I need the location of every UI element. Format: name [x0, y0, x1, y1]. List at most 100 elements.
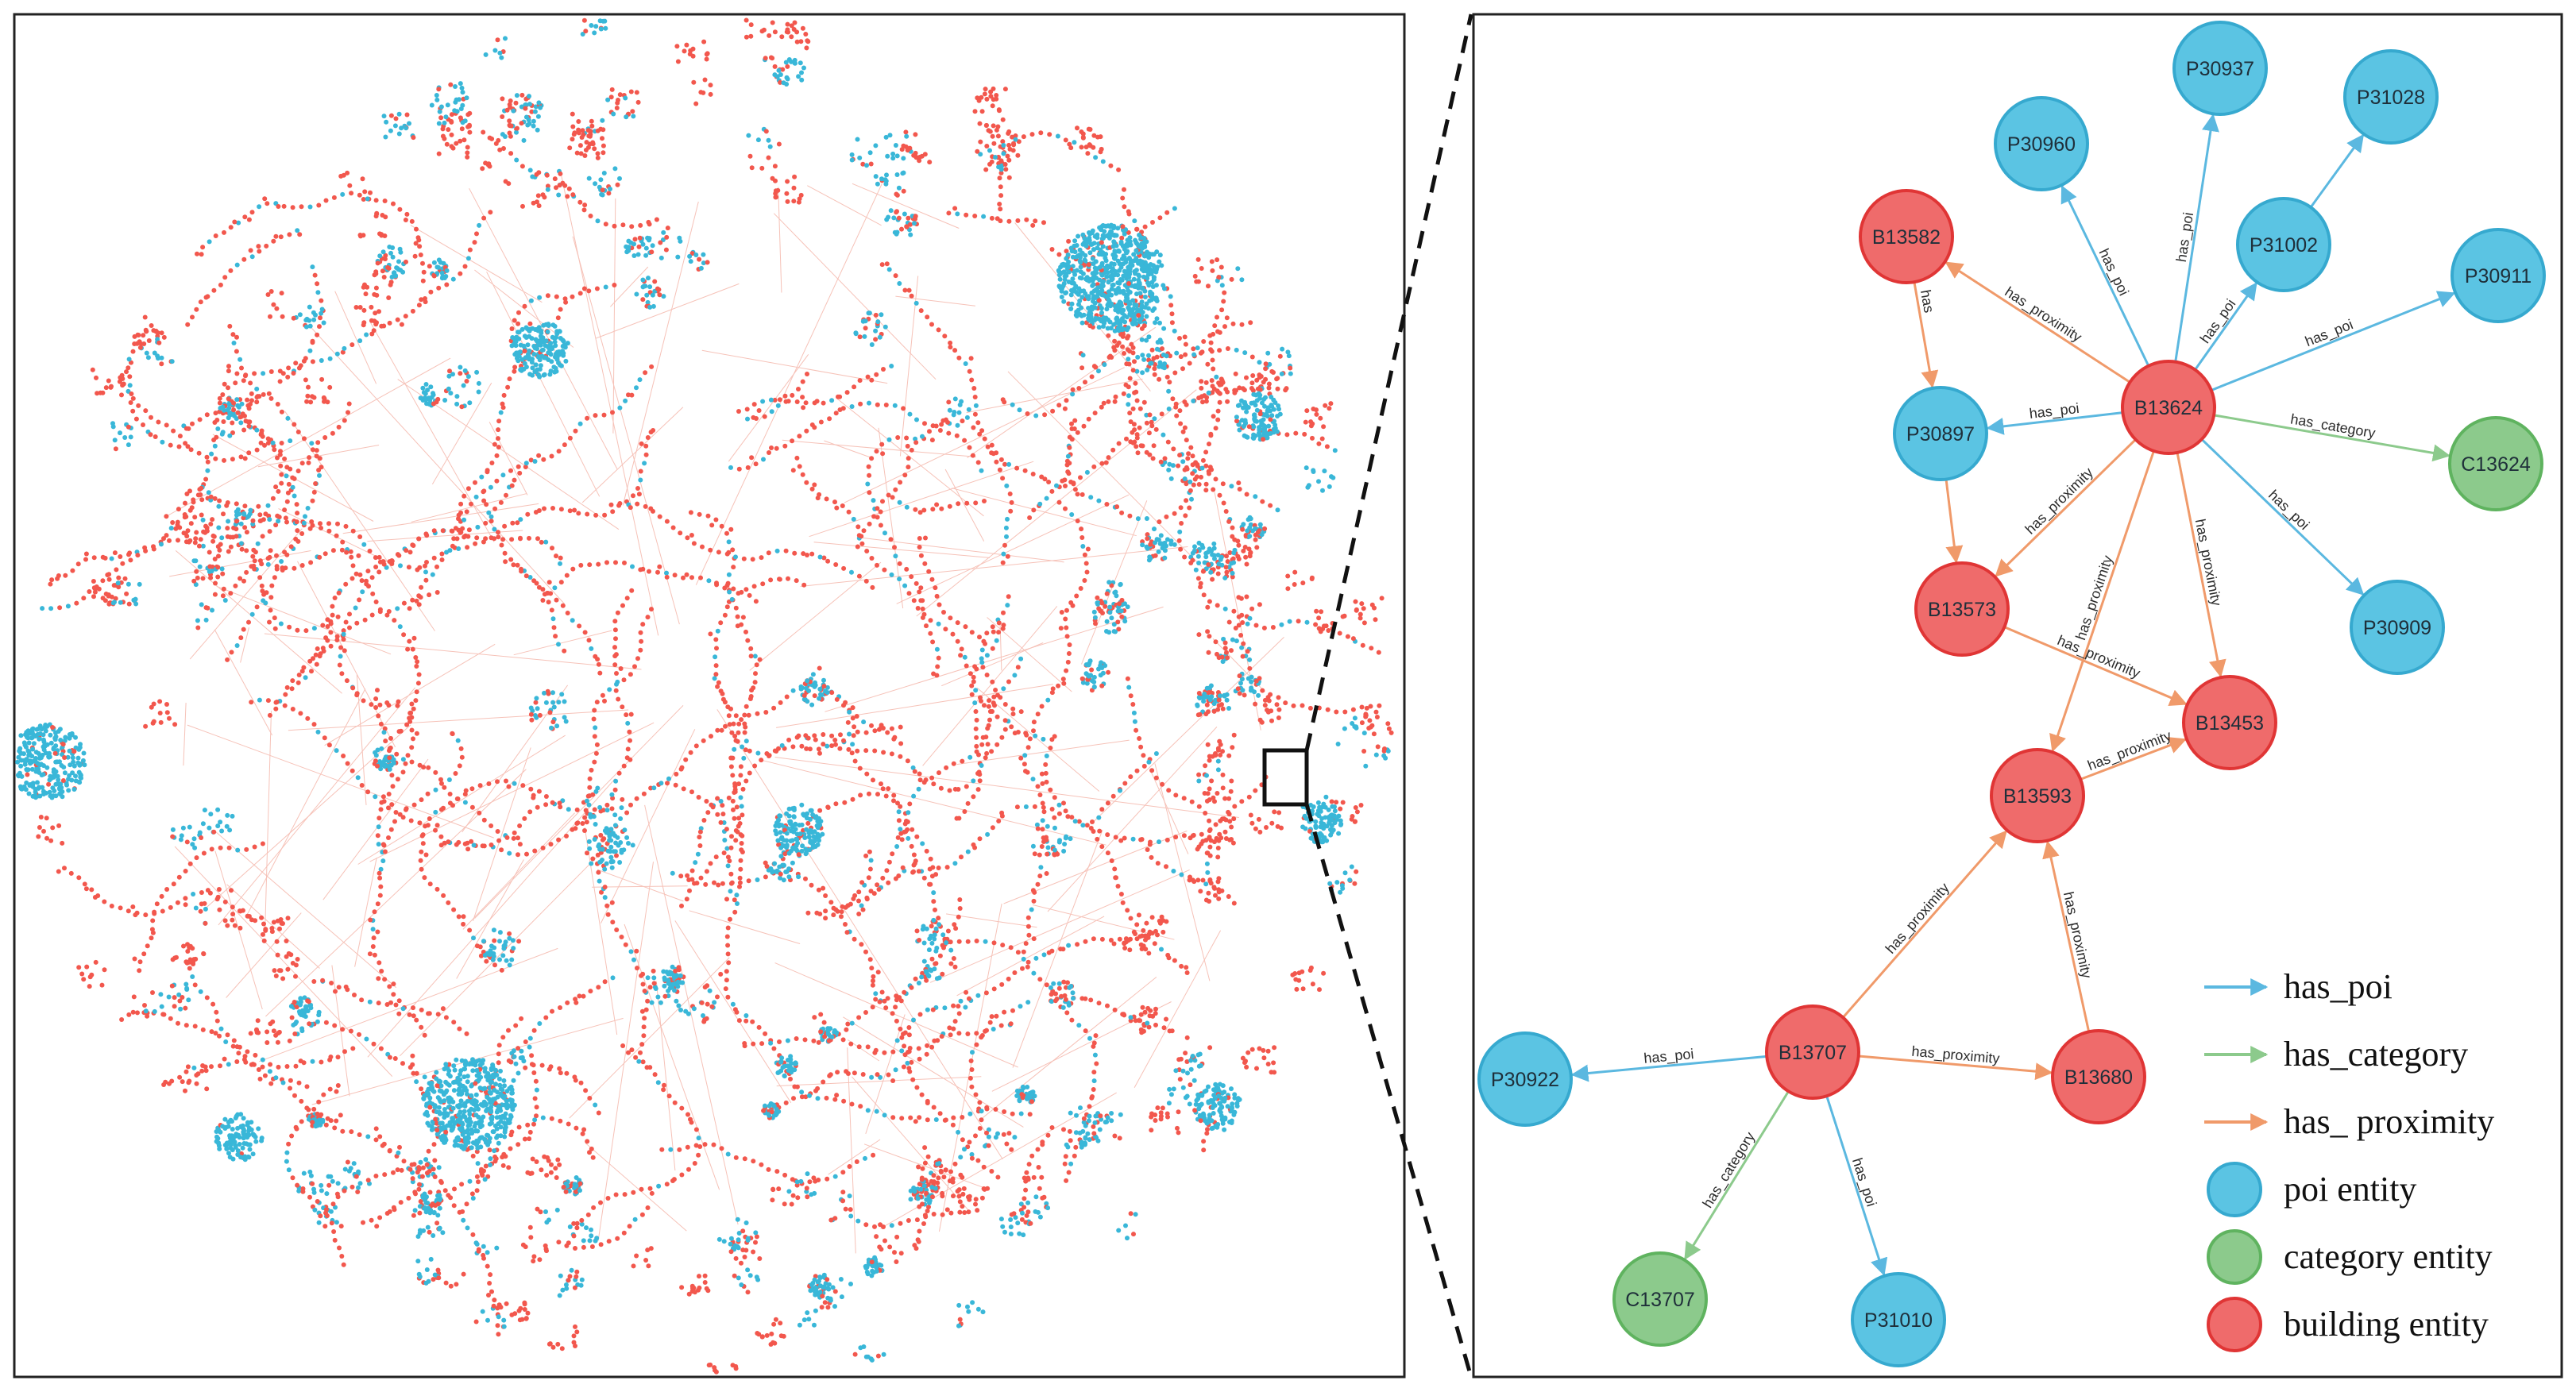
overview-node [1080, 544, 1086, 549]
overview-node [832, 1097, 838, 1102]
overview-node [956, 1011, 962, 1016]
overview-node [449, 119, 454, 125]
overview-node [753, 1230, 759, 1236]
overview-node [910, 827, 915, 832]
overview-node [901, 1064, 906, 1070]
overview-node [952, 348, 958, 353]
overview-node [715, 727, 720, 733]
overview-node [269, 926, 275, 931]
overview-node [435, 1267, 441, 1273]
overview-node [456, 546, 462, 551]
overview-node [809, 422, 815, 427]
overview-node [794, 1182, 800, 1188]
overview-node [1185, 456, 1191, 461]
overview-node [195, 492, 201, 498]
overview-node [752, 654, 758, 659]
overview-node [773, 188, 778, 194]
overview-node [918, 308, 924, 314]
overview-node [1123, 1223, 1128, 1228]
overview-node [1087, 1035, 1092, 1041]
overview-node [975, 787, 981, 792]
overview-node [224, 823, 230, 829]
overview-node [511, 835, 516, 841]
overview-node [794, 1179, 800, 1185]
overview-node [741, 755, 747, 761]
overview-node [431, 1277, 436, 1282]
overview-node [228, 225, 234, 230]
overview-node [684, 42, 689, 48]
overview-node [901, 188, 906, 194]
overview-node [274, 306, 280, 311]
overview-node [628, 711, 634, 717]
overview-node [566, 1240, 571, 1246]
overview-node [1328, 401, 1334, 407]
overview-node [268, 369, 274, 374]
overview-node [785, 64, 790, 69]
overview-node [638, 468, 643, 474]
overview-node [1129, 341, 1134, 347]
overview-node [587, 785, 593, 790]
overview-node [353, 305, 359, 310]
overview-node [152, 1008, 157, 1014]
overview-node [525, 1122, 531, 1128]
overview-node [620, 704, 625, 710]
overview-node [485, 469, 490, 475]
overview-node [532, 1096, 538, 1101]
overview-node [311, 1190, 317, 1195]
overview-node [268, 314, 272, 319]
overview-node [784, 191, 790, 196]
overview-node [1105, 1115, 1110, 1120]
overview-node [462, 493, 467, 499]
overview-node [357, 534, 363, 539]
overview-node [199, 512, 204, 518]
overview-node [983, 87, 988, 92]
overview-node [126, 365, 131, 371]
overview-node [337, 662, 342, 668]
overview-node [893, 1004, 898, 1010]
overview-node [991, 629, 996, 634]
overview-node [219, 828, 225, 834]
overview-node [1224, 697, 1230, 703]
overview-node [279, 472, 284, 477]
overview-node [775, 403, 781, 408]
overview-node [834, 1093, 840, 1098]
overview-node [452, 1186, 457, 1192]
overview-node [1217, 330, 1222, 335]
overview-node [733, 838, 739, 843]
overview-node [435, 1213, 441, 1218]
overview-node [645, 435, 651, 440]
overview-node [1157, 839, 1161, 845]
overview-node [1149, 1128, 1154, 1133]
overview-node [634, 948, 639, 954]
overview-node [800, 25, 805, 31]
overview-node [368, 190, 373, 195]
overview-node [1091, 464, 1097, 469]
overview-node [565, 611, 570, 615]
overview-node [886, 859, 892, 865]
overview-node [952, 1019, 958, 1024]
overview-node [113, 446, 118, 452]
overview-node [292, 1031, 298, 1036]
overview-node [1227, 819, 1233, 824]
overview-node [776, 67, 782, 73]
overview-node [869, 966, 875, 971]
overview-node [684, 897, 689, 902]
overview-node [687, 888, 692, 893]
overview-node [207, 564, 213, 569]
overview-node [737, 884, 742, 889]
overview-node [126, 442, 131, 448]
overview-node [1220, 816, 1225, 822]
overview-node [1366, 726, 1372, 731]
overview-node [960, 1204, 965, 1209]
overview-node [839, 914, 844, 920]
overview-node [1211, 885, 1217, 890]
overview-edge [597, 862, 654, 1241]
overview-node [602, 979, 608, 985]
overview-node [1226, 796, 1232, 801]
overview-node [782, 443, 788, 449]
overview-node [594, 700, 600, 705]
overview-edge [342, 503, 539, 534]
overview-node [721, 1239, 727, 1244]
overview-node [701, 39, 707, 44]
overview-node [230, 912, 236, 917]
